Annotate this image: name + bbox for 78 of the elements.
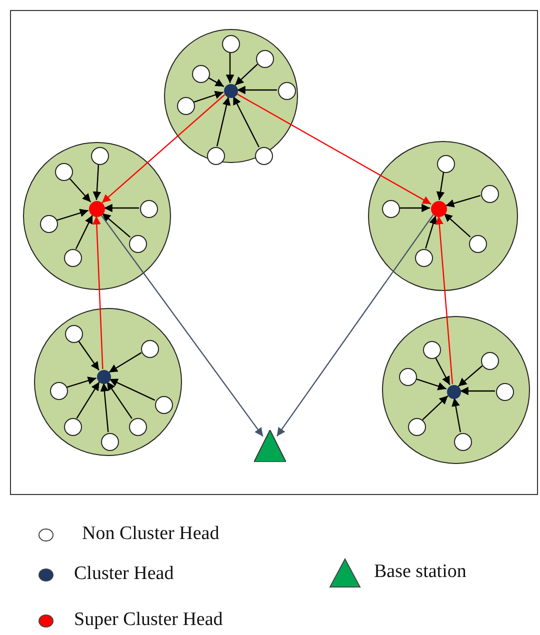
arrow	[435, 216, 454, 384]
arrow	[236, 92, 432, 205]
sensor-node	[64, 249, 82, 267]
arrow	[76, 382, 100, 419]
sensor-node	[481, 185, 499, 203]
arrow	[415, 378, 447, 390]
arrow	[436, 172, 445, 200]
arrow	[92, 216, 104, 370]
legend-label: Cluster Head	[74, 563, 174, 585]
sensor-node	[437, 155, 455, 173]
arrow	[78, 340, 100, 371]
sensor-node	[129, 235, 147, 253]
arrow	[232, 96, 260, 148]
arrow	[234, 64, 258, 86]
sensor-node	[255, 147, 273, 165]
sensor-node	[50, 382, 68, 400]
legend-label: Base station	[374, 561, 466, 583]
arrow	[75, 214, 94, 250]
sensor-node	[129, 418, 147, 436]
sensor-node	[140, 200, 158, 218]
base-station	[254, 430, 286, 462]
arrow	[452, 398, 461, 432]
arrow	[226, 52, 234, 83]
arrow	[208, 76, 224, 88]
sensor-node	[177, 97, 195, 115]
arrow	[458, 365, 483, 387]
sensor-node	[481, 352, 499, 370]
cluster-head-node	[447, 385, 461, 399]
arrow	[109, 378, 156, 401]
sensor-node	[423, 341, 441, 359]
sensor-node	[192, 65, 210, 83]
sensor-node	[55, 163, 73, 181]
sensor-node	[141, 340, 159, 358]
arrow	[100, 214, 264, 437]
arrow	[425, 215, 438, 249]
arrow	[422, 395, 448, 420]
sensor-node	[65, 325, 83, 343]
sensor-node	[40, 215, 58, 233]
sensor-node	[101, 433, 119, 451]
arrow	[444, 212, 471, 238]
arrow	[56, 208, 89, 221]
arrow	[276, 214, 434, 437]
super-cluster-head-node	[431, 201, 447, 217]
arrow	[460, 386, 495, 396]
sensor-node	[399, 368, 417, 386]
arrow	[399, 204, 430, 212]
arrow	[68, 177, 92, 202]
sensor-node	[408, 418, 426, 436]
sensor-node	[222, 35, 240, 53]
arrow	[102, 94, 226, 204]
sensor-node	[256, 50, 274, 68]
arrow	[108, 352, 142, 373]
arrow	[434, 356, 450, 386]
cluster-head-node	[224, 84, 238, 98]
arrow	[193, 90, 224, 103]
arrow	[104, 204, 139, 212]
sensor-node	[64, 418, 82, 436]
super-cluster-head-node	[89, 201, 105, 217]
sensor-node	[454, 433, 472, 451]
legend-label: Non Cluster Head	[82, 523, 220, 545]
arrow	[216, 96, 231, 146]
legend-label: Super Cluster Head	[74, 609, 223, 631]
arrow	[106, 381, 132, 419]
sensor-node	[155, 396, 173, 414]
sensor-node	[382, 200, 400, 218]
sensor-node	[91, 147, 109, 165]
sensor-node	[469, 235, 487, 253]
arrow	[446, 194, 481, 208]
sensor-node	[496, 383, 514, 401]
sensor-node	[278, 82, 296, 100]
sensor-node	[415, 249, 433, 267]
arrow	[102, 212, 131, 238]
sensor-node	[207, 147, 225, 165]
cluster-head-node	[97, 370, 111, 384]
arrow	[100, 382, 109, 432]
arrow	[237, 86, 277, 94]
arrow	[92, 164, 102, 200]
arrow	[66, 376, 96, 388]
